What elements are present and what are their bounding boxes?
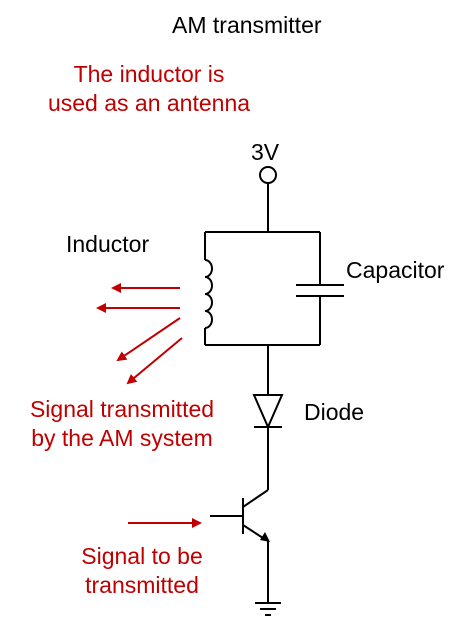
antenna-note-line-2: used as an antenna [47, 90, 251, 116]
transmitted-note-line-2: by the AM system [31, 425, 213, 451]
inductor-label: Inductor [66, 231, 150, 257]
supply-terminal [259, 166, 277, 184]
input-signal-note: Signal to be transmitted [52, 542, 232, 600]
capacitor-label: Capacitor [346, 257, 445, 283]
diode-label: Diode [304, 399, 365, 425]
transistor-collector [242, 489, 269, 508]
input-note-line-2: transmitted [85, 572, 199, 598]
inductor-coil [204, 259, 213, 329]
emitter-arrow-head [260, 532, 270, 542]
transmitted-signal-note: Signal transmitted by the AM system [0, 395, 244, 453]
input-note-line-1: Signal to be [81, 543, 203, 569]
transmitted-note-line-1: Signal transmitted [29, 396, 215, 422]
antenna-note-line-1: The inductor is [73, 61, 225, 87]
diagram-title: AM transmitter [172, 12, 322, 38]
supply-voltage-label: 3V [251, 139, 280, 165]
diode-symbol [252, 394, 284, 430]
radiation-arrow-4 [126, 337, 183, 385]
antenna-note: The inductor is used as an antenna [22, 60, 276, 118]
radiation-arrow-3 [116, 317, 181, 362]
